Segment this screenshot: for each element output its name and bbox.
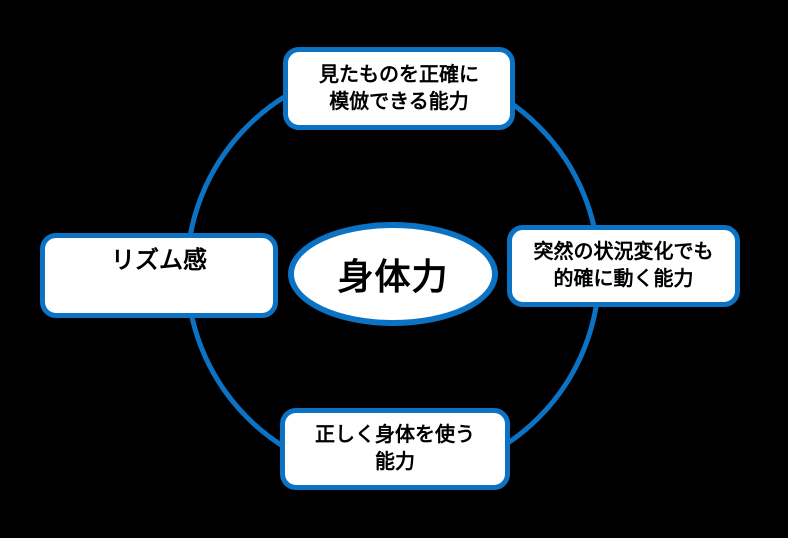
center-node-physical-power: 身体力 (288, 222, 498, 326)
node-label-line: 模倣できる能力 (329, 90, 469, 113)
node-label-line: 突然の状況変化でも (533, 241, 714, 263)
node-label-line: 見たものを正確に (319, 63, 479, 86)
node-label-line: 的確に動く能力 (553, 268, 694, 290)
node-label-line: 能力 (375, 451, 415, 473)
node-imitation-ability: 見たものを正確に 模倣できる能力 (283, 47, 515, 130)
node-rhythm-sense: リズム感 (40, 233, 278, 318)
node-correct-body-use: 正しく身体を使う 能力 (280, 408, 510, 490)
node-adapt-ability: 突然の状況変化でも 的確に動く能力 (507, 225, 740, 307)
center-node-label: 身体力 (337, 256, 449, 297)
node-label-line: リズム感 (111, 246, 207, 274)
node-label-line: 正しく身体を使う (315, 424, 475, 446)
